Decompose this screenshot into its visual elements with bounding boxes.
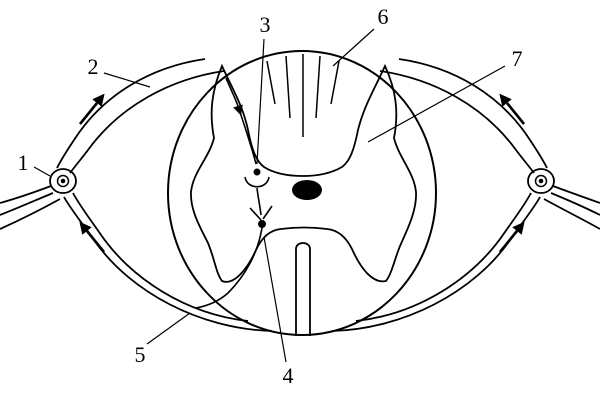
dorsal-root-ganglion-left (49, 168, 77, 194)
label-2: 2 (87, 54, 99, 79)
leader-lines (33, 28, 506, 363)
motor-neuron (195, 205, 273, 309)
label-2-leader (103, 72, 151, 88)
spinal-nerve-right (543, 185, 600, 230)
central-canal (292, 180, 322, 200)
sensory-fiber (225, 77, 257, 165)
label-5-leader (146, 312, 191, 345)
label-6: 6 (377, 4, 389, 29)
label-4-leader (263, 236, 287, 363)
dorsal-root-right (379, 58, 548, 174)
label-7: 7 (511, 46, 523, 71)
arrow-afferent-left-icon (78, 93, 105, 125)
label-1-leader (33, 166, 51, 177)
posterior-median-sulcus-lines (266, 54, 340, 137)
dorsal-root-left (56, 58, 225, 174)
arrow-afferent-right-icon (499, 93, 526, 125)
label-1: 1 (17, 150, 29, 175)
anterior-median-fissure (295, 242, 311, 336)
dorsal-root-ganglion-right (527, 168, 555, 194)
label-3-leader (256, 38, 265, 165)
label-3: 3 (259, 12, 271, 37)
arrow-efferent-right-icon (498, 221, 525, 253)
sensory-fiber-arrow-icon (233, 104, 243, 116)
label-6-leader (332, 28, 375, 67)
label-4: 4 (282, 363, 294, 388)
ventral-root-right (331, 192, 541, 332)
spinal-cord-outline (166, 49, 438, 337)
interneuron (244, 168, 270, 216)
motor-axon (195, 227, 263, 309)
arrow-efferent-left-icon (79, 221, 106, 253)
gray-matter (190, 63, 417, 283)
spinal-nerve-left (0, 185, 61, 230)
label-7-leader (367, 65, 506, 143)
ventral-root-left (63, 192, 273, 332)
label-5: 5 (134, 342, 146, 367)
